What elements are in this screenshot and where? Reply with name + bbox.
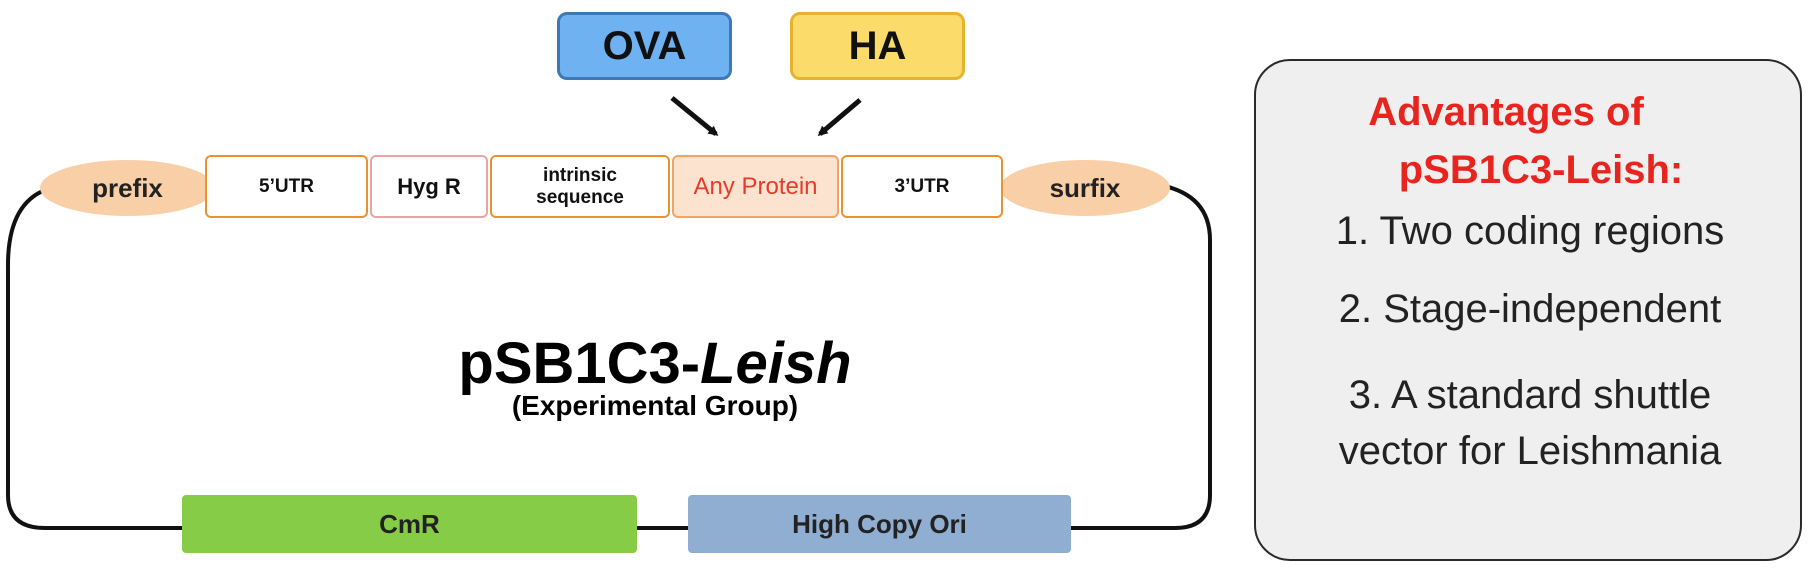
ha-insert-box: HA [790, 12, 965, 80]
group-label: (Experimental Group) [511, 390, 799, 421]
advantage-item: 1. Two coding regions [1335, 209, 1725, 253]
advantage-item: 3. A standard shuttle [1348, 373, 1712, 417]
ova-insert-box: OVA [557, 12, 732, 80]
segment-intrinsic-sequence: intrinsic sequence [490, 155, 670, 218]
advantage-item: vector for Leishmania [1338, 429, 1722, 473]
cmr-bar: CmR [182, 495, 637, 553]
segment-hygr: Hyg R [370, 155, 488, 218]
advantages-panel: Advantages of pSB1C3-Leish: 1. Two codin… [1254, 59, 1802, 561]
advantages-title-line1: Advantages of [1368, 90, 1644, 134]
segment-5utr: 5’UTR [205, 155, 368, 218]
segment-3utr: 3’UTR [841, 155, 1003, 218]
advantages-title-line2: pSB1C3-Leish: [1398, 148, 1684, 192]
advantage-item: 2. Stage-independent [1338, 287, 1722, 331]
segment-any-protein: Any Protein [672, 155, 839, 218]
construct-name-prefix: pSB1C3- [458, 331, 701, 396]
surfix-ellipse: surfix [1000, 160, 1170, 216]
ova-arrow [670, 96, 719, 136]
ha-arrow [817, 98, 862, 136]
construct-name-italic: Leish [700, 331, 852, 396]
construct-name: pSB1C3-Leish [370, 330, 940, 397]
prefix-ellipse: prefix [40, 160, 215, 216]
high-copy-ori-bar: High Copy Ori [688, 495, 1071, 553]
advantages-title: Advantages of pSB1C3-Leish: [1296, 83, 1716, 199]
